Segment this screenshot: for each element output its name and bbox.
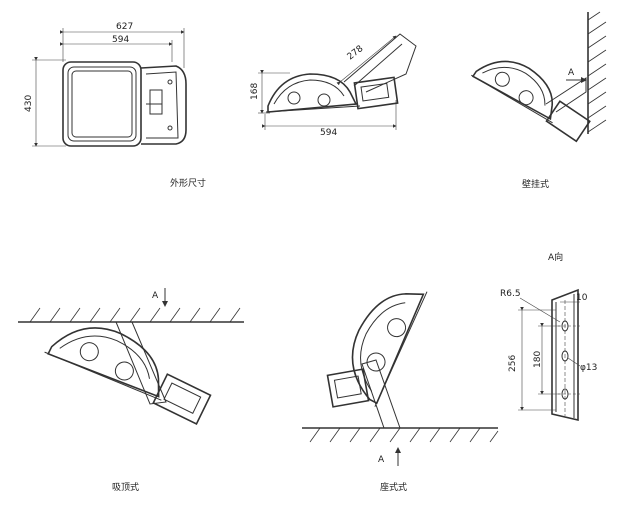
dim-hole: φ13 [580,363,597,373]
dim-arm-length: 278 [346,44,366,63]
caption-floor: 座式式 [380,481,407,493]
dim-radius: R6.5 [500,289,521,299]
dim-pitch: 180 [533,351,543,368]
dim-top-width: 627 [116,22,133,32]
side-view: 168 594 278 [250,33,417,138]
wall-view-a: A [568,68,575,78]
caption-outline: 外形尺寸 [170,177,206,189]
front-view: 627 594 430 [24,22,187,147]
dim-inner-width: 594 [112,35,129,45]
dim-total: 256 [508,355,518,372]
ceiling-mount-view: A [18,288,244,426]
ceiling-view-a: A [152,291,159,301]
caption-wall: 壁挂式 [522,178,549,190]
caption-ceiling: 吸顶式 [112,481,139,493]
floor-view-a: A [378,455,385,465]
a-direction-label: A向 [548,251,563,263]
floor-mount-view: A [302,291,499,466]
dim-side-height: 168 [250,83,260,100]
wall-hatch [587,11,607,133]
wall-mount-view: A [471,11,607,143]
dim-height: 430 [24,95,34,112]
floor-hatch [309,427,499,443]
a-direction-detail: A向 256 180 R6.5 10 φ13 [500,251,597,422]
ceiling-hatch [29,307,241,323]
dim-slot: 10 [576,293,588,303]
dim-side-width: 594 [320,128,337,138]
